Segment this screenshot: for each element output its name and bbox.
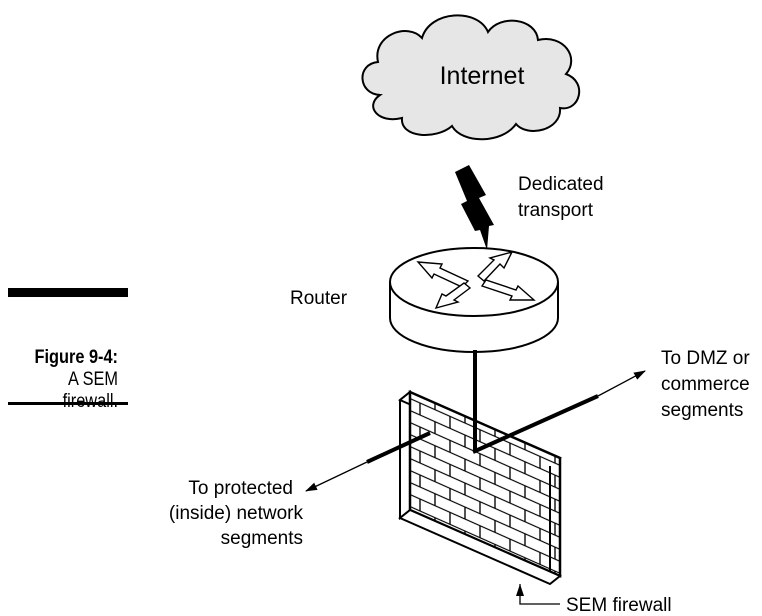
figure-number: Figure 9-4: xyxy=(34,347,118,368)
figure-caption: Figure 9-4: A SEM firewall. xyxy=(23,347,118,413)
protected-label-1: To protected xyxy=(188,478,293,499)
dmz-label-3: segments xyxy=(661,400,743,421)
firewall-callout-line xyxy=(519,584,560,605)
internet-label: Internet xyxy=(440,62,525,90)
router-arrows-icon xyxy=(416,250,536,310)
protected-arrow xyxy=(305,461,368,492)
protected-label-3: segments xyxy=(221,528,303,549)
dmz-label-1: To DMZ or xyxy=(661,348,750,369)
lightning-bolt-icon xyxy=(455,165,494,250)
caption-line-1: A SEM xyxy=(68,369,118,390)
firewall-callout-arrowhead xyxy=(516,584,524,596)
firewall-side xyxy=(399,389,411,521)
caption-top-rule xyxy=(8,288,128,297)
router-top xyxy=(389,247,559,317)
dedicated-transport-label-2: transport xyxy=(518,200,594,221)
sem-firewall-label: SEM firewall xyxy=(566,595,672,616)
dedicated-transport-label-1: Dedicated xyxy=(518,174,604,195)
dmz-link xyxy=(472,394,599,454)
dmz-label-2: commerce xyxy=(661,374,750,395)
router xyxy=(389,247,559,353)
protected-link xyxy=(366,431,431,464)
sem-firewall xyxy=(398,389,562,586)
caption-line-2: firewall. xyxy=(23,391,118,413)
router-label: Router xyxy=(290,288,348,309)
dmz-arrow xyxy=(597,370,646,397)
internet-cloud: Internet xyxy=(361,14,581,141)
caption-bottom-rule xyxy=(8,402,128,405)
cloud-icon xyxy=(361,14,581,141)
protected-label-2: (inside) network xyxy=(169,503,304,524)
